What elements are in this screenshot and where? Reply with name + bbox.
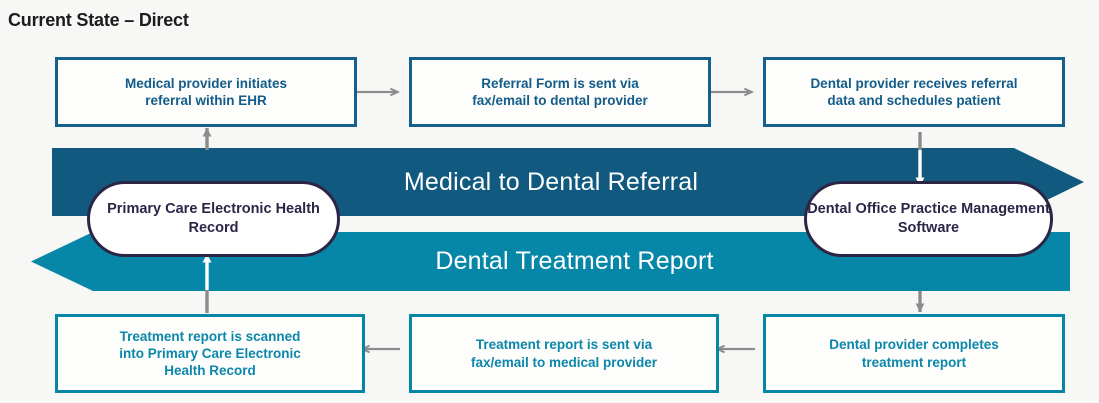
banner-label-treatment: Dental Treatment Report (435, 247, 714, 275)
process-box-step-1[interactable]: Medical provider initiates referral with… (55, 57, 357, 127)
step-5-line-1: Treatment report is sent via (475, 337, 653, 353)
process-box-step-2[interactable]: Referral Form is sent via fax/email to d… (409, 57, 711, 127)
process-box-step-6[interactable]: Treatment report is scanned into Primary… (55, 314, 365, 393)
step-6-line-2: into Primary Care Electronic (119, 345, 301, 361)
page-title: Current State – Direct (8, 10, 189, 30)
dental-office-pms-line-1: Dental Office Practice (807, 201, 958, 218)
process-box-step-5[interactable]: Treatment report is sent via fax/email t… (409, 314, 719, 393)
step-1-line-1: Medical provider initiates (124, 75, 288, 91)
step-6-line-3: Health Record (164, 363, 256, 379)
dental-office-pms-line-2: Management Software (897, 201, 1050, 236)
step-4-line-2: treatment report (861, 354, 967, 370)
primary-care-ehr-line-2: Health Record (188, 201, 320, 236)
process-box-step-3[interactable]: Dental provider receives referral data a… (763, 57, 1065, 127)
step-5-line-2: fax/email to medical provider (470, 354, 658, 370)
step-3-line-1: Dental provider receives referral (810, 75, 1018, 91)
step-4-line-1: Dental provider completes (829, 337, 999, 353)
step-6-line-1: Treatment report is scanned (119, 328, 301, 344)
primary-care-ehr-line-1: Primary Care Electronic (107, 201, 272, 218)
step-2-line-1: Referral Form is sent via (481, 75, 639, 91)
process-box-step-4[interactable]: Dental provider completes treatment repo… (763, 314, 1065, 393)
step-1-line-2: referral within EHR (145, 93, 267, 108)
step-2-line-2: fax/email to dental provider (472, 93, 648, 108)
banner-label-referral: Medical to Dental Referral (403, 167, 699, 196)
system-pill-dental-office-pms[interactable]: Dental Office Practice Management Softwa… (804, 181, 1053, 257)
system-pill-primary-care-ehr[interactable]: Primary Care Electronic Health Record (87, 181, 340, 257)
step-3-line-2: data and schedules patient (827, 93, 1001, 108)
